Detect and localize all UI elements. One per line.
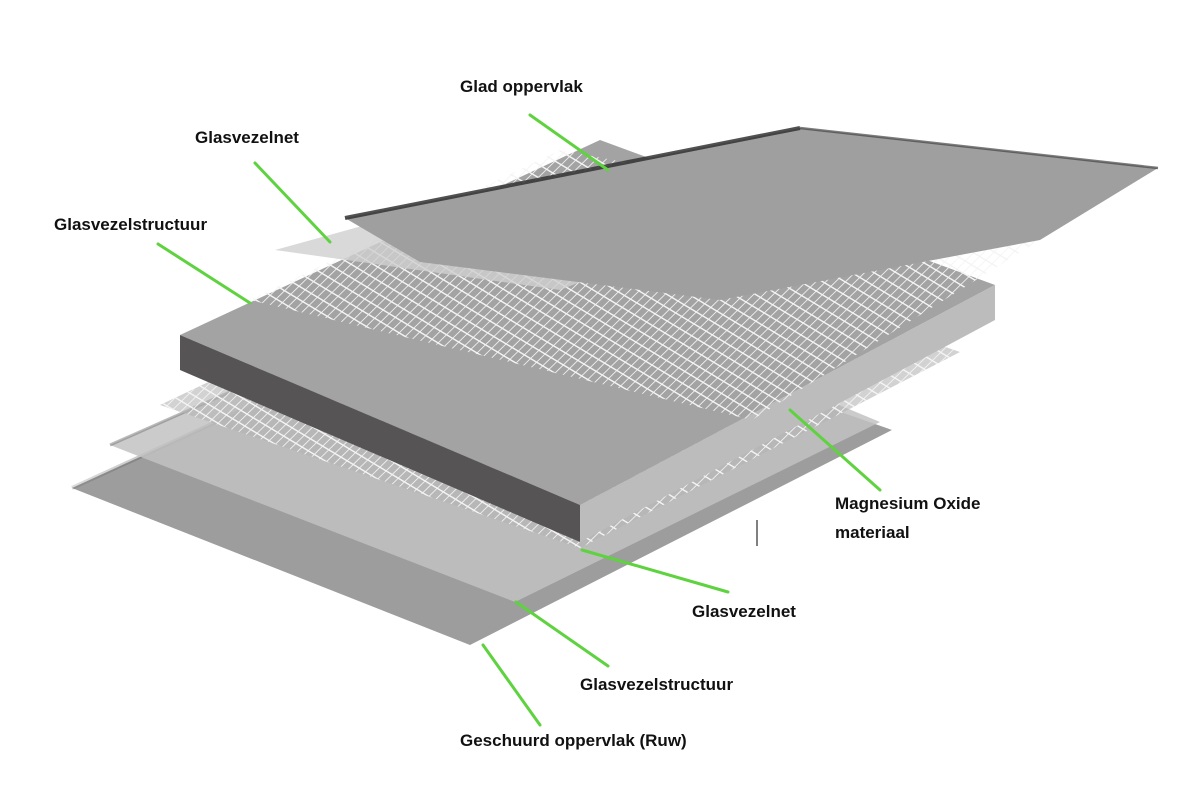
leader-line-smooth-surface — [528, 113, 610, 172]
label-fiber-structure-top: Glasvezelstructuur — [54, 215, 208, 234]
label-smooth-surface: Glad oppervlak — [460, 77, 583, 96]
leader-line-rough-surface — [481, 643, 542, 727]
label-fiber-structure-bottom: Glasvezelstructuur — [580, 675, 734, 694]
label-mesh-bottom: Glasvezelnet — [692, 602, 796, 621]
label-mesh-top: Glasvezelnet — [195, 128, 299, 147]
label-rough-surface: Geschuurd oppervlak (Ruw) — [460, 731, 687, 750]
leader-line-fiber-structure-bottom — [514, 600, 610, 668]
leader-line-mesh-top — [253, 161, 332, 244]
leader-line-mgo — [788, 408, 882, 492]
leader-line-mesh-bottom — [580, 548, 730, 594]
leader-line-fiber-structure-top — [156, 242, 252, 305]
label-mgo-line1: Magnesium Oxide — [835, 494, 981, 513]
label-mgo-line2: materiaal — [835, 523, 910, 542]
smooth-surface-sheet — [344, 126, 1159, 300]
